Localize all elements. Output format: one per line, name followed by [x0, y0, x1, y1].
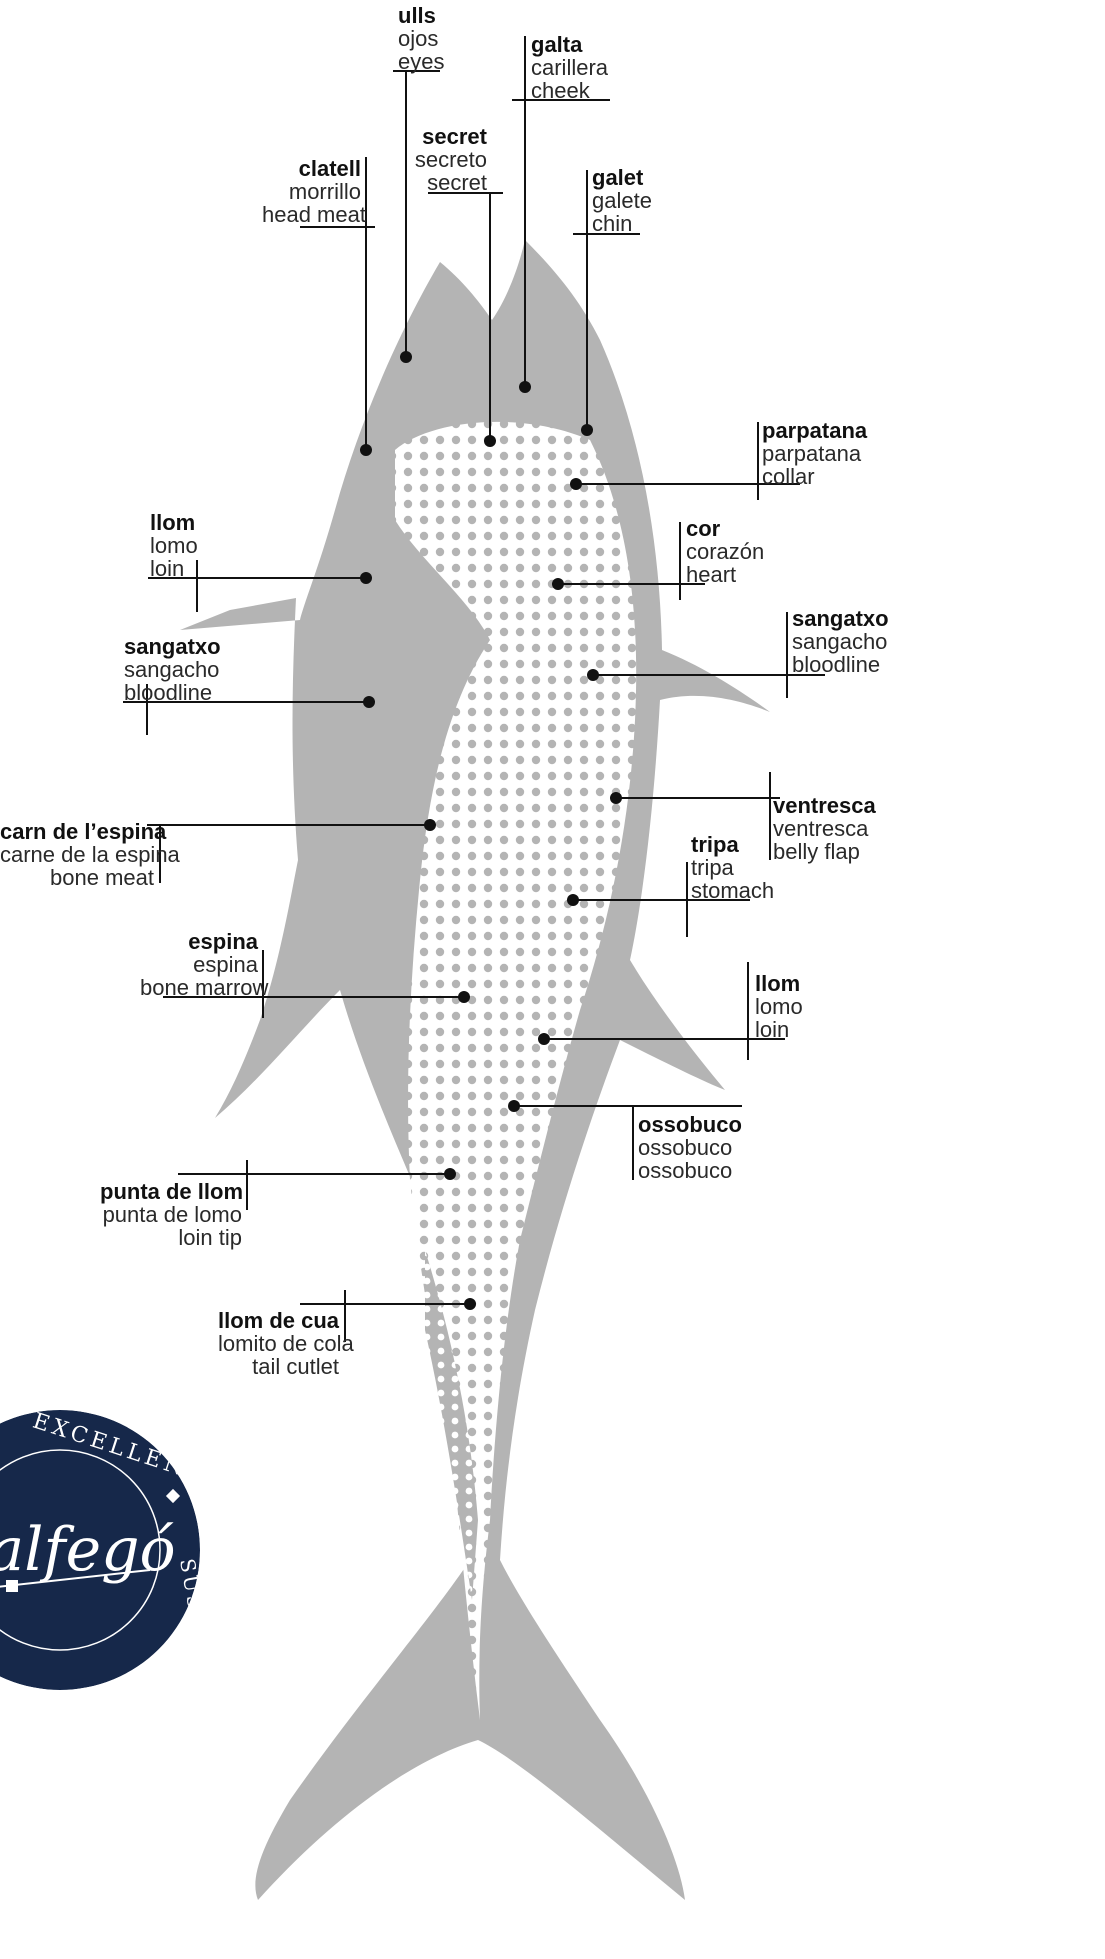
label-galet: galet galete chin — [592, 166, 652, 235]
label-english: secret — [405, 171, 487, 194]
label-english: loin tip — [100, 1226, 242, 1249]
marker-cor — [552, 578, 564, 590]
balfego-seal-logo: Balfegó EXCELLENCE SUSTAIN ABILITY — [0, 1409, 229, 1754]
marker-sangatxo-right — [587, 669, 599, 681]
label-galta: galta carillera cheek — [531, 33, 608, 102]
label-spanish: tripa — [691, 856, 774, 879]
label-spanish: espina — [140, 953, 258, 976]
label-punta-llom: punta de llom punta de lomo loin tip — [100, 1180, 242, 1249]
label-title: galet — [592, 166, 652, 189]
label-english: tail cutlet — [218, 1355, 339, 1378]
marker-parpatana — [570, 478, 582, 490]
label-title: punta de llom — [100, 1180, 242, 1203]
label-title: llom de cua — [218, 1309, 339, 1332]
label-english: bloodline — [792, 653, 889, 676]
marker-galta — [519, 381, 531, 393]
label-english: loin — [755, 1018, 803, 1041]
marker-secret — [484, 435, 496, 447]
label-title: tripa — [691, 833, 774, 856]
marker-galet — [581, 424, 593, 436]
label-spanish: sangacho — [792, 630, 889, 653]
label-title: ventresca — [773, 794, 876, 817]
marker-llom-cua — [464, 1298, 476, 1310]
marker-ossobuco — [508, 1100, 520, 1112]
label-title: ossobuco — [638, 1113, 742, 1136]
label-ulls: ulls ojos eyes — [398, 4, 444, 73]
label-spanish: carillera — [531, 56, 608, 79]
label-english: eyes — [398, 50, 444, 73]
svg-text:Balfegó: Balfegó — [0, 1515, 176, 1585]
label-english: belly flap — [773, 840, 876, 863]
label-title: parpatana — [762, 419, 867, 442]
tuna-silhouette — [180, 240, 770, 1900]
label-english: collar — [762, 465, 867, 488]
label-ossobuco: ossobuco ossobuco ossobuco — [638, 1113, 742, 1182]
marker-sangatxo-left — [363, 696, 375, 708]
label-sangatxo-left: sangatxo sangacho bloodline — [124, 635, 221, 704]
label-spanish: parpatana — [762, 442, 867, 465]
label-english: cheek — [531, 79, 608, 102]
marker-llom-lower — [538, 1033, 550, 1045]
label-english: stomach — [691, 879, 774, 902]
label-title: llom — [150, 511, 198, 534]
label-spanish: sangacho — [124, 658, 221, 681]
label-english: bone marrow — [140, 976, 258, 999]
label-english: ossobuco — [638, 1159, 742, 1182]
marker-clatell — [360, 444, 372, 456]
label-english: loin — [150, 557, 198, 580]
label-llom-lower: llom lomo loin — [755, 972, 803, 1041]
label-carn-espina: carn de l’espina carne de la espina bone… — [0, 820, 154, 889]
label-title: galta — [531, 33, 608, 56]
label-llom-cua: llom de cua lomito de cola tail cutlet — [218, 1309, 339, 1378]
label-title: sangatxo — [792, 607, 889, 630]
label-english: bloodline — [124, 681, 221, 704]
label-english: chin — [592, 212, 652, 235]
label-cor: cor corazón heart — [686, 517, 764, 586]
label-title: sangatxo — [124, 635, 221, 658]
label-title: llom — [755, 972, 803, 995]
label-clatell: clatell morrillo head meat — [262, 157, 361, 226]
label-ventresca: ventresca ventresca belly flap — [773, 794, 876, 863]
label-spanish: corazón — [686, 540, 764, 563]
label-spanish: secreto — [405, 148, 487, 171]
marker-llom-upper — [360, 572, 372, 584]
label-spanish: ventresca — [773, 817, 876, 840]
label-title: espina — [140, 930, 258, 953]
marker-carn-espina — [424, 819, 436, 831]
label-llom-upper: llom lomo loin — [150, 511, 198, 580]
marker-ventresca — [610, 792, 622, 804]
label-spanish: lomito de cola — [218, 1332, 339, 1355]
label-english: heart — [686, 563, 764, 586]
label-spanish: ojos — [398, 27, 444, 50]
label-spanish: lomo — [150, 534, 198, 557]
label-english: bone meat — [0, 866, 154, 889]
label-english: head meat — [262, 203, 361, 226]
label-spanish: punta de lomo — [100, 1203, 242, 1226]
marker-ulls — [400, 351, 412, 363]
label-tripa: tripa tripa stomach — [691, 833, 774, 902]
label-spanish: morrillo — [262, 180, 361, 203]
label-sangatxo-right: sangatxo sangacho bloodline — [792, 607, 889, 676]
label-title: ulls — [398, 4, 444, 27]
label-title: carn de l’espina — [0, 820, 154, 843]
label-parpatana: parpatana parpatana collar — [762, 419, 867, 488]
label-spanish: galete — [592, 189, 652, 212]
marker-tripa — [567, 894, 579, 906]
label-spanish: ossobuco — [638, 1136, 742, 1159]
label-title: clatell — [262, 157, 361, 180]
label-espina: espina espina bone marrow — [140, 930, 258, 999]
marker-punta-llom — [444, 1168, 456, 1180]
marker-espina — [458, 991, 470, 1003]
label-secret: secret secreto secret — [405, 125, 487, 194]
label-spanish: carne de la espina — [0, 843, 154, 866]
label-title: cor — [686, 517, 764, 540]
label-title: secret — [405, 125, 487, 148]
label-spanish: lomo — [755, 995, 803, 1018]
